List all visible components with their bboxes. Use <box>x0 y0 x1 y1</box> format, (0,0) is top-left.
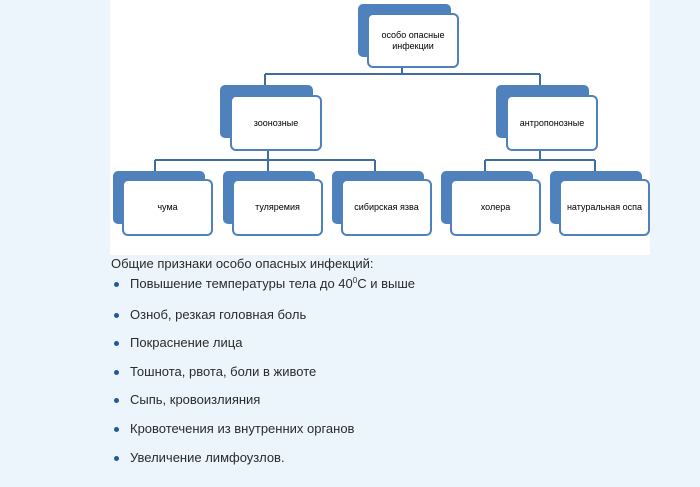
node-root-label: особо опасные инфекции <box>367 13 459 68</box>
list-item-text: Увеличение лимфоузлов. <box>130 449 285 465</box>
bullet-icon <box>114 312 119 318</box>
list-item: Озноб, резкая головная боль <box>111 307 671 323</box>
bullet-icon <box>114 455 119 461</box>
bullet-icon <box>114 398 119 404</box>
list-item-text: Тошнота, рвота, боли в животе <box>130 363 317 379</box>
node-tularemia-label: туляремия <box>232 179 323 236</box>
node-cholera-label: холера <box>450 179 541 236</box>
intro-text: Общие признаки особо опасных инфекций: <box>111 256 374 271</box>
connector-lines <box>154 62 596 172</box>
node-root: особо опасные инфекции <box>358 4 460 68</box>
content-section: Общие признаки особо опасных инфекций: П… <box>111 256 671 478</box>
list-item: Увеличение лимфоузлов. <box>111 450 671 466</box>
diagram-panel: особо опасные инфекции зоонозные антропо… <box>110 0 650 255</box>
node-group-anthroponotic-label: антропонозные <box>506 95 598 151</box>
node-cholera: холера <box>441 171 541 236</box>
list-item: Покраснение лица <box>111 335 671 351</box>
bullet-icon <box>114 341 119 347</box>
node-smallpox-label: натуральная оспа <box>559 179 650 236</box>
bullet-icon <box>114 369 119 375</box>
list-item-text: Покраснение лица <box>130 335 243 351</box>
degree-superscript: 0 <box>352 276 358 285</box>
signs-list: Повышение температуры тела до 400С и выш… <box>111 276 671 466</box>
node-plague-label: чума <box>122 179 213 236</box>
list-item: Кровотечения из внутренних органов <box>111 421 671 437</box>
node-group-zoonotic-label: зоонозные <box>230 95 322 151</box>
node-smallpox: натуральная оспа <box>550 171 650 236</box>
node-anthrax-label: сибирская язва <box>341 179 432 236</box>
bullet-icon <box>114 426 119 432</box>
list-item: Сыпь, кровоизлияния <box>111 392 671 408</box>
list-item-text: Повышение температуры тела до 40 <box>130 276 353 291</box>
list-item: Повышение температуры тела до 400С и выш… <box>111 276 671 294</box>
node-group-anthroponotic: антропонозные <box>496 85 598 151</box>
node-anthrax: сибирская язва <box>332 171 432 236</box>
list-item-text: Сыпь, кровоизлияния <box>130 392 261 408</box>
list-item-text: Озноб, резкая головная боль <box>130 306 307 322</box>
node-plague: чума <box>113 171 213 236</box>
list-item-text-tail: С и выше <box>357 276 415 291</box>
node-tularemia: туляремия <box>223 171 323 236</box>
list-item: Тошнота, рвота, боли в животе <box>111 364 671 380</box>
bullet-icon <box>114 282 119 287</box>
node-group-zoonotic: зоонозные <box>220 85 322 151</box>
list-item-text: Кровотечения из внутренних органов <box>130 420 355 436</box>
